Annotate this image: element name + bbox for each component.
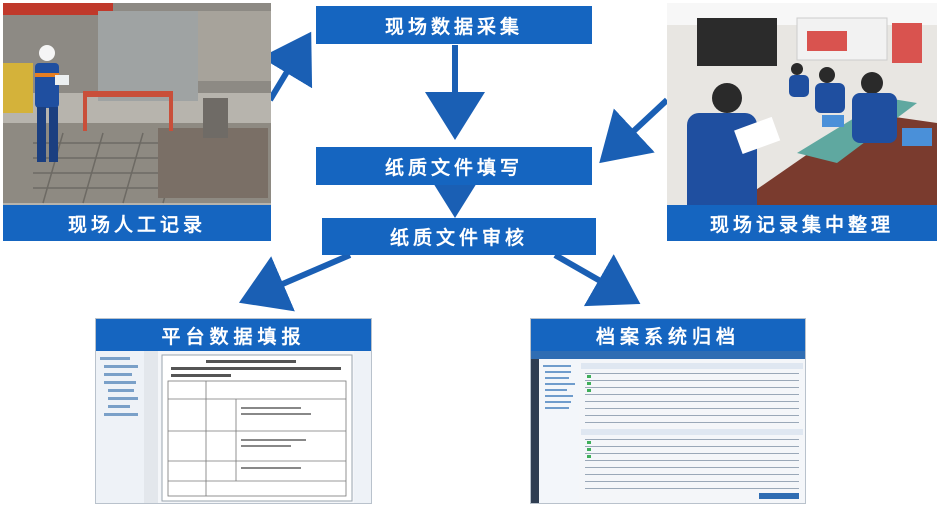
node-review: 纸质文件审核 (322, 218, 596, 255)
platform-reporting-title: 平台数据填报 (96, 319, 371, 351)
arrow-review-to-archive (555, 255, 630, 298)
photo-onsite-manual-record: 现场人工记录 (3, 3, 271, 241)
node-collect: 现场数据采集 (316, 6, 592, 44)
left-photo-caption-text: 现场人工记录 (68, 210, 206, 237)
node-fill-label: 纸质文件填写 (385, 153, 523, 180)
arrow-review-to-platform (250, 255, 350, 298)
node-collect-label: 现场数据采集 (385, 12, 523, 39)
archive-system-title-text: 档案系统归档 (596, 322, 740, 349)
platform-reporting-title-text: 平台数据填报 (161, 322, 305, 349)
photo-centralized-organizing: 现场记录集中整理 (667, 3, 937, 241)
arrow-right-photo-to-fill (608, 100, 667, 155)
platform-form-preview (96, 351, 371, 503)
archive-table-preview (531, 351, 805, 503)
node-fill: 纸质文件填写 (316, 147, 592, 185)
right-photo-caption: 现场记录集中整理 (667, 205, 937, 241)
platform-reporting-screenshot: 平台数据填报 (95, 318, 372, 504)
node-review-label: 纸质文件审核 (390, 223, 528, 250)
arrow-left-photo-to-collect (270, 42, 305, 100)
left-photo-caption: 现场人工记录 (3, 205, 271, 241)
archive-system-screenshot: 档案系统归档 (530, 318, 806, 504)
archive-system-title: 档案系统归档 (531, 319, 805, 351)
right-photo-caption-text: 现场记录集中整理 (710, 210, 894, 237)
